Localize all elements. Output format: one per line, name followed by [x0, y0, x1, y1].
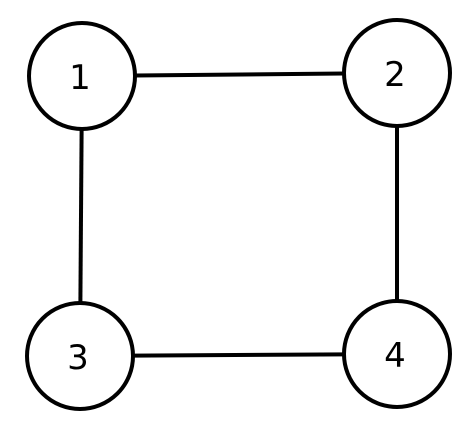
node-label: 3	[67, 338, 89, 378]
node-1: 1	[27, 21, 137, 131]
node-4: 4	[342, 299, 452, 409]
edge-1-3	[78, 128, 84, 304]
edge-1-2	[134, 71, 345, 78]
node-circle	[342, 299, 452, 409]
node-label: 1	[69, 58, 91, 98]
node-circle	[25, 301, 135, 411]
node-label: 2	[384, 55, 406, 95]
edges-layer	[78, 71, 399, 358]
node-2: 2	[342, 18, 452, 128]
edge-3-4	[132, 352, 345, 358]
nodes-layer: 1 2 3 4	[25, 18, 452, 411]
node-circle	[342, 18, 452, 128]
node-circle	[27, 21, 137, 131]
node-3: 3	[25, 301, 135, 411]
node-label: 4	[384, 336, 406, 376]
